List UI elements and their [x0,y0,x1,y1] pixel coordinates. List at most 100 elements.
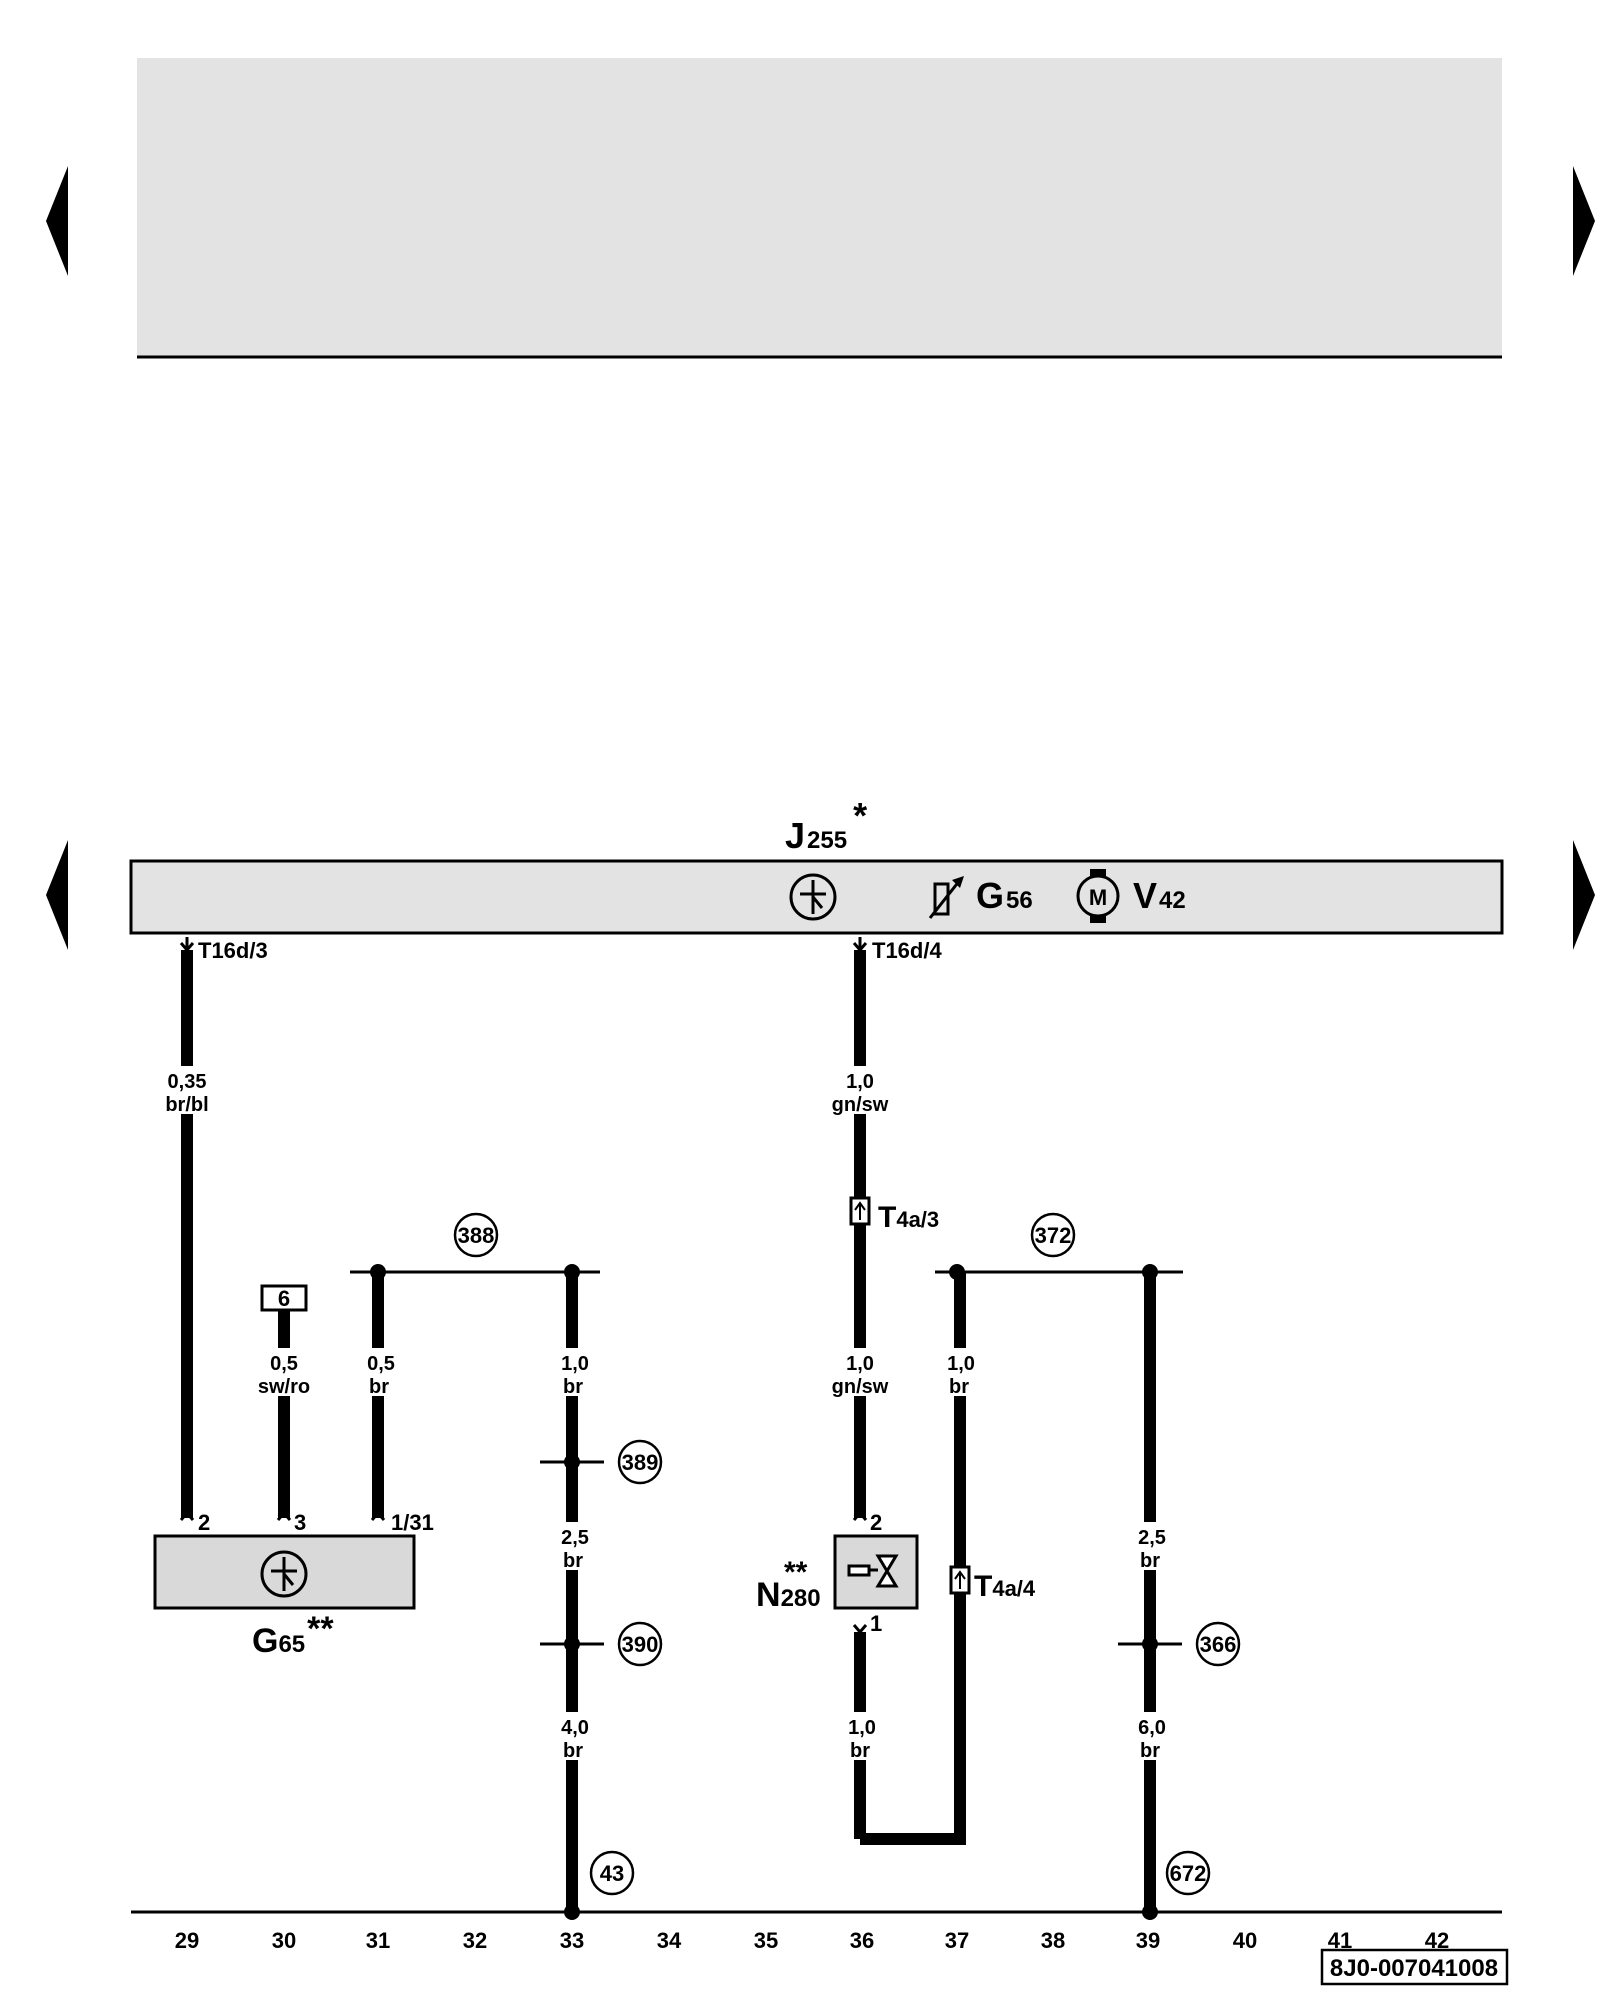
wire-spec-w6: 1,0 gn/sw [822,1348,898,1398]
t4a4-connector-icon [949,1565,971,1595]
t16d4-label: T16d/4 [872,938,942,963]
svg-text:0,5: 0,5 [270,1353,298,1375]
t16d3-label: T16d/3 [198,938,268,963]
wire-spec-w1: 0,35 br/bl [152,1066,222,1116]
reference-circles: 388 372 389 390 366 43 672 [453,1212,1241,1896]
svg-text:br: br [1140,1550,1160,1572]
g65-pin-2: 2 [198,1510,210,1535]
svg-text:br: br [1140,1740,1160,1762]
next-page-arrow-icon[interactable] [1573,166,1595,276]
column-29: 29 [175,1928,199,1953]
ref-43: 43 [589,1850,635,1896]
n280-valve-icon [847,1554,899,1588]
ref-372: 372 [1030,1212,1076,1258]
g65-label: G65** [252,1610,334,1660]
svg-text:6,0: 6,0 [1138,1717,1166,1739]
doc-number: 8J0-007041008 [1330,1955,1498,1982]
column-36: 36 [850,1928,874,1953]
column-30: 30 [272,1928,296,1953]
v42-label: V42 [1133,875,1186,916]
svg-text:sw/ro: sw/ro [258,1376,310,1398]
n280-label: N280 [756,1576,821,1614]
column-40: 40 [1233,1928,1257,1953]
wire-spec-w8: 2,5 br [552,1522,596,1572]
svg-text:gn/sw: gn/sw [832,1376,889,1398]
svg-text:2,5: 2,5 [1138,1527,1166,1549]
wire-spec-w9: 2,5 br [1128,1522,1172,1572]
column-32: 32 [463,1928,487,1953]
g56-label: G56 [976,875,1033,916]
fuse-label: 6 [278,1286,290,1311]
g65-pin-1-31: 1/31 [391,1510,434,1535]
svg-text:2,5: 2,5 [561,1527,589,1549]
column-38: 38 [1041,1928,1065,1953]
svg-text:M: M [1089,885,1107,910]
wire-spec-labels: 0,35 br/bl 1,0 gn/sw 0,5 sw/ro 0,5 br 1,… [152,1066,1172,1762]
wire-spec-w5: 1,0 br [552,1348,596,1398]
j255-label: J255* [785,795,867,856]
next-diagram-arrow-icon[interactable] [1573,840,1595,950]
t4a3-connector-icon [849,1196,871,1226]
svg-text:672: 672 [1170,1861,1207,1886]
svg-text:1,0: 1,0 [947,1353,975,1375]
svg-text:br: br [850,1740,870,1762]
t4a4-label: T4a/4 [974,1570,1036,1603]
svg-text:br: br [369,1376,389,1398]
n280-pin-2: 2 [870,1510,882,1535]
svg-text:1,0: 1,0 [561,1353,589,1375]
ref-390: 390 [617,1621,663,1667]
n280-component-box [833,1534,919,1610]
wires [181,950,1156,1912]
svg-text:389: 389 [622,1450,659,1475]
sensor-icon [789,873,837,921]
svg-text:br: br [563,1740,583,1762]
column-37: 37 [945,1928,969,1953]
junction-dots [370,1264,1158,1920]
header-panel [137,58,1502,357]
svg-text:1,0: 1,0 [846,1353,874,1375]
n280-pin-1: 1 [870,1611,882,1636]
t4a3-label: T4a/3 [878,1201,939,1234]
wire-spec-w10: 4,0 br [552,1712,596,1762]
thermistor-icon [928,876,964,919]
n280-stars: ** [784,1556,808,1589]
j255-control-unit-bar [129,859,1504,935]
fuse-box [260,1284,308,1312]
svg-text:390: 390 [622,1632,659,1657]
wire-spec-w4: 0,5 br [356,1348,400,1398]
svg-text:43: 43 [600,1861,624,1886]
svg-text:gn/sw: gn/sw [832,1094,889,1116]
column-31: 31 [366,1928,390,1953]
wire-spec-w12: 6,0 br [1128,1712,1172,1762]
prev-diagram-arrow-icon[interactable] [46,840,68,950]
svg-text:1,0: 1,0 [846,1071,874,1093]
svg-text:1,0: 1,0 [848,1717,876,1739]
ref-389: 389 [617,1439,663,1485]
wire-spec-w7: 1,0 br [938,1348,982,1398]
svg-text:br: br [563,1376,583,1398]
motor-icon: M [1076,869,1120,923]
column-39: 39 [1136,1928,1160,1953]
connector-pins [179,937,868,1635]
svg-text:br: br [949,1376,969,1398]
svg-text:0,35: 0,35 [168,1071,207,1093]
g65-pin-3: 3 [294,1510,306,1535]
ref-388: 388 [453,1212,499,1258]
wire-spec-w2: 1,0 gn/sw [822,1066,898,1116]
svg-text:0,5: 0,5 [367,1353,395,1375]
svg-text:br/bl: br/bl [165,1094,208,1116]
wire-spec-w3: 0,5 sw/ro [250,1348,320,1398]
svg-text:br: br [563,1550,583,1572]
prev-page-arrow-icon[interactable] [46,166,68,276]
ref-366: 366 [1195,1621,1241,1667]
column-34: 34 [657,1928,682,1953]
svg-text:4,0: 4,0 [561,1717,589,1739]
doc-number-box [1320,1948,1509,1986]
svg-text:388: 388 [458,1223,495,1248]
column-35: 35 [754,1928,778,1953]
column-numbers: 29 30 31 32 33 34 35 36 37 38 39 40 41 4… [175,1928,1449,1953]
ref-672: 672 [1165,1850,1211,1896]
svg-text:372: 372 [1035,1223,1072,1248]
svg-text:366: 366 [1200,1632,1237,1657]
